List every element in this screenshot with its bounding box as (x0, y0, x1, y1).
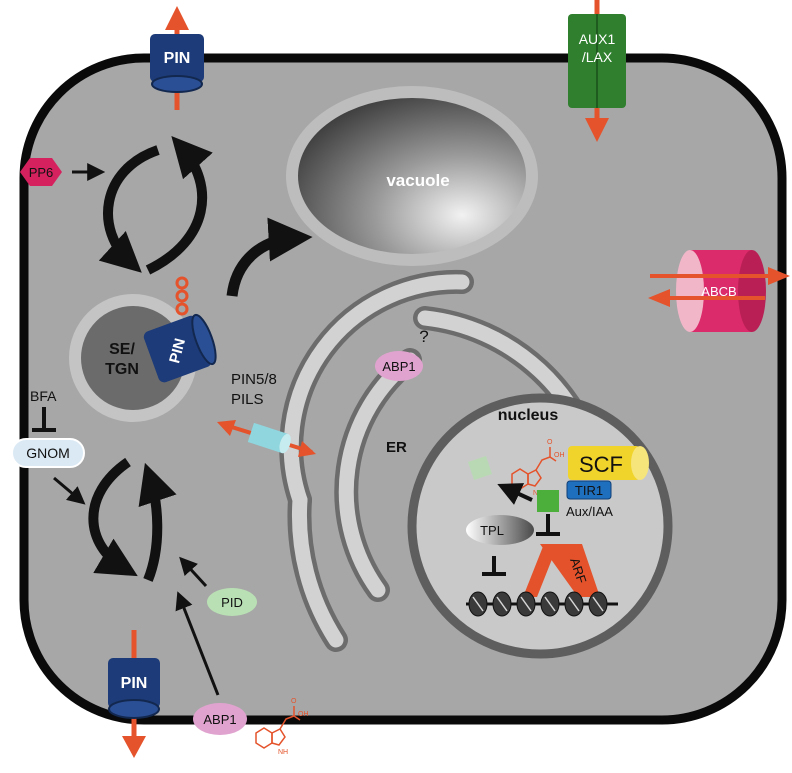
se-tgn-label-2: TGN (105, 361, 139, 378)
tir1-label: TIR1 (575, 483, 603, 498)
tir1-receptor: TIR1 (566, 480, 612, 500)
pid-arrow (179, 556, 208, 588)
auxin-molecule-bottom: OH O NH (255, 698, 309, 756)
aux1-label-2: /LAX (582, 49, 613, 65)
pp6-phosphatase: PP6 (20, 158, 62, 186)
tpl-corepressor: TPL (466, 515, 534, 545)
pin-transporter-bottom: PIN (108, 630, 160, 758)
o-bottom-label: O (291, 698, 297, 705)
oh-bottom-label: OH (298, 711, 309, 718)
aux-iaa-label: Aux/IAA (566, 504, 613, 519)
pp6-label: PP6 (29, 165, 54, 180)
degraded-aux-iaa (468, 456, 492, 480)
arf-transcription-factor (523, 544, 600, 597)
abcb-label: ABCB (701, 284, 736, 299)
nucleus (407, 393, 673, 659)
pin-tgn-label: PIN (166, 337, 189, 366)
gnom-arrow (53, 476, 86, 505)
recycling-arrow-upper-left (98, 145, 160, 273)
recycling-arrow-lower-right (138, 462, 177, 582)
gnom: GNOM (11, 438, 85, 468)
aux1-lax-transporter: AUX1 /LAX (568, 0, 626, 142)
pin58-label-2: PILS (231, 391, 264, 408)
phosphorylation-circles (175, 276, 189, 316)
abp1-bottom-label: ABP1 (203, 712, 236, 727)
recycling-arrow-lower-left (88, 457, 138, 577)
pin-on-tgn (143, 313, 217, 383)
abp1-er: ABP1 (375, 351, 423, 381)
pin-transporter-top: PIN (150, 6, 204, 110)
bfa-inhibition (32, 407, 56, 432)
pid-label: PID (221, 595, 243, 610)
pin-bottom-label: PIN (121, 675, 148, 692)
scf-complex: SCF (568, 446, 649, 480)
bfa-label: BFA (30, 388, 57, 404)
tpl-inhibition (482, 556, 506, 576)
recycling-arrow-upper-right (145, 136, 213, 275)
abp1-bottom: ABP1 (193, 703, 247, 735)
pin-top-label: PIN (164, 50, 191, 67)
er-label: ER (386, 439, 407, 456)
nh-bottom-label: NH (278, 749, 288, 756)
tpl-label: TPL (480, 523, 504, 538)
chromatin (466, 591, 618, 617)
o-label: O (547, 439, 553, 446)
abcb-transporter: ABCB (648, 250, 790, 332)
vacuole-trafficking-arrow (226, 217, 313, 297)
pin58-pils-transporter (217, 420, 316, 457)
se-tgn-label-1: SE/ (109, 341, 135, 358)
vacuole (298, 98, 526, 254)
pin58-label-1: PIN5/8 (231, 371, 277, 388)
pid: PID (207, 588, 257, 616)
question-mark: ? (419, 327, 428, 346)
abp1-er-label: ABP1 (382, 359, 415, 374)
vacuole-label: vacuole (386, 171, 449, 190)
aux-iaa-inhibition (536, 514, 560, 536)
scf-label: SCF (579, 452, 623, 477)
aux1-label-1: AUX1 (579, 31, 616, 47)
oh-label: OH (554, 452, 565, 459)
aux-iaa-protein (537, 490, 559, 512)
nucleus-label: nucleus (498, 407, 559, 424)
abp1-bottom-arrow (175, 591, 220, 696)
degradation-arrow (497, 483, 533, 505)
gnom-label: GNOM (26, 445, 70, 461)
